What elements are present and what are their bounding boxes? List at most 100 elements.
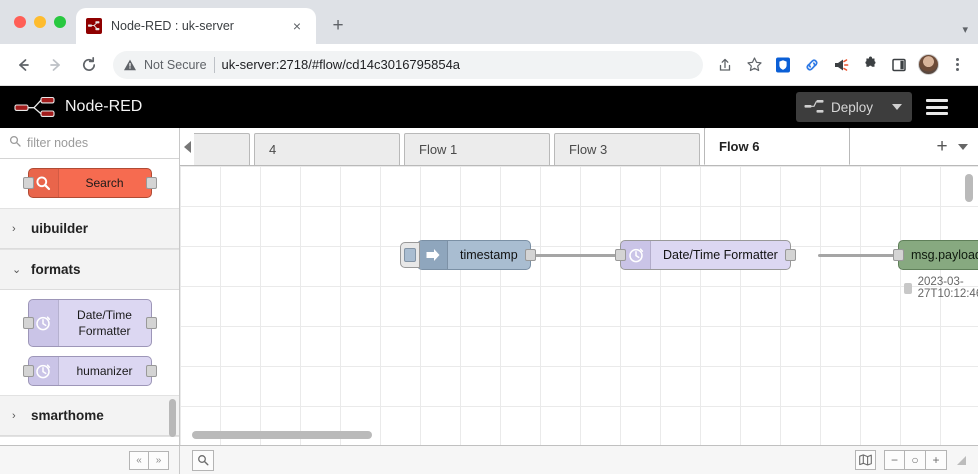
flow-tab-flow-3[interactable]: Flow 3 [554, 133, 700, 165]
deploy-dropdown-caret[interactable] [892, 104, 902, 110]
flow-list-caret-icon[interactable] [958, 143, 968, 150]
node-red-logo [14, 96, 55, 117]
deploy-label: Deploy [830, 99, 873, 115]
clock-icon [621, 241, 651, 269]
brand-name: Node-RED [65, 98, 143, 115]
flow-node-datetime-formatter[interactable]: Date/Time Formatter [615, 240, 796, 270]
input-port[interactable] [22, 365, 34, 377]
output-port[interactable] [524, 249, 536, 261]
palette-node-label: humanizer [76, 363, 133, 378]
palette-filter-bar[interactable]: filter nodes [0, 128, 179, 159]
palette-section-uibuilder: › uibuilder [0, 209, 179, 250]
canvas-vertical-scrollbar[interactable] [965, 174, 973, 202]
canvas-horizontal-scrollbar[interactable] [192, 431, 372, 439]
output-port[interactable] [145, 317, 157, 329]
palette-section-header-formats[interactable]: ⌄ formats [0, 250, 179, 290]
zoom-controls: − ○ + [884, 450, 947, 470]
chrome-menu-icon[interactable] [944, 52, 970, 78]
navigator-button[interactable] [855, 450, 876, 470]
share-icon[interactable] [712, 52, 738, 78]
add-flow-button[interactable]: + [936, 135, 948, 157]
chevron-right-icon: › [12, 409, 16, 422]
flow-tab-flow-1[interactable]: Flow 1 [404, 133, 550, 165]
navigator-map-icon [859, 454, 872, 466]
wire-inject-to-datetime[interactable] [535, 254, 621, 257]
flow-node-debug[interactable]: msg.payload [893, 240, 978, 270]
palette-section-body-formats: Date/Time Formatter humanizer [0, 290, 179, 395]
flow-node-label: Date/Time Formatter [663, 248, 778, 262]
palette-section-smarthome: › smarthome [0, 396, 179, 437]
search-icon [198, 455, 209, 466]
profile-avatar[interactable] [915, 52, 941, 78]
flow-canvas[interactable]: timestamp Date/Time Formatter msg.payloa… [180, 166, 978, 445]
input-port[interactable] [615, 249, 626, 261]
palette-section-header-uibuilder[interactable]: › uibuilder [0, 209, 179, 249]
sidebar-panel-icon[interactable] [886, 52, 912, 78]
maximize-window-button[interactable] [54, 16, 66, 28]
security-status-label: Not Secure [144, 57, 207, 72]
browser-tab[interactable]: Node-RED : uk-server × [76, 8, 316, 44]
input-port[interactable] [22, 317, 34, 329]
flow-tab-flow-6[interactable]: Flow 6 [704, 128, 850, 165]
omnibox-divider [213, 56, 215, 73]
tab-scroll-left-button[interactable] [180, 128, 194, 165]
back-button[interactable] [8, 50, 38, 80]
zoom-in-button[interactable]: + [926, 450, 947, 470]
megaphone-extension-icon[interactable] [828, 52, 854, 78]
shield-extension-icon[interactable] [770, 52, 796, 78]
deploy-icon [804, 100, 824, 113]
canvas-grid [180, 166, 978, 445]
nodered-body: filter nodes Search [0, 128, 978, 445]
palette-section-header-smarthome[interactable]: › smarthome [0, 396, 179, 436]
url-text: uk-server:2718/#flow/cd14c3016795854a [221, 57, 461, 72]
link-extension-icon[interactable] [799, 52, 825, 78]
palette-section-label: formats [31, 262, 81, 277]
chevron-right-icon: › [12, 222, 16, 235]
flow-tab-4[interactable]: 4 [254, 133, 400, 165]
input-port[interactable] [893, 249, 904, 261]
output-port[interactable] [784, 249, 796, 261]
collapse-all-button[interactable]: « [129, 450, 149, 470]
close-tab-button[interactable]: × [292, 18, 302, 34]
zoom-reset-button[interactable]: ○ [905, 450, 926, 470]
flow-tab-bar: 2 4 Flow 1 Flow 3 Flow 6 + [180, 128, 978, 166]
input-port[interactable] [22, 177, 34, 189]
output-port[interactable] [145, 365, 157, 377]
forward-button[interactable] [41, 50, 71, 80]
minimize-window-button[interactable] [34, 16, 46, 28]
statusbar-middle [180, 449, 855, 471]
reload-button[interactable] [74, 50, 104, 80]
statusbar-left: « » [0, 446, 180, 474]
node-status-text: 2023-03-27T10:12:46.986Z [917, 276, 978, 300]
output-port[interactable] [145, 177, 157, 189]
flow-tab-2[interactable]: 2 [194, 133, 250, 165]
palette-node-humanizer[interactable]: humanizer [22, 356, 157, 386]
palette-node-label: Date/Time Formatter [77, 307, 132, 338]
tabstrip-menu-icon[interactable]: ▾ [962, 24, 968, 36]
not-secure-warning-icon [123, 58, 137, 72]
puzzle-extensions-icon[interactable] [857, 52, 883, 78]
resize-corner-handle[interactable] [957, 455, 966, 465]
close-window-button[interactable] [14, 16, 26, 28]
palette-filter-input[interactable]: filter nodes [27, 136, 89, 150]
browser-tabstrip: Node-RED : uk-server × + ▾ [0, 0, 978, 44]
search-icon [28, 169, 59, 197]
canvas-search-button[interactable] [192, 449, 214, 471]
expand-all-button[interactable]: » [149, 450, 169, 470]
flow-node-inject[interactable]: timestamp [400, 240, 536, 270]
new-tab-button[interactable]: + [332, 15, 344, 36]
bookmark-star-icon[interactable] [741, 52, 767, 78]
palette-node-datetime-formatter[interactable]: Date/Time Formatter [22, 299, 157, 347]
nodered-header: Node-RED Deploy [0, 86, 978, 128]
wire-datetime-to-debug[interactable] [818, 254, 900, 257]
status-bar: « » − ○ + [0, 445, 978, 474]
palette-node-search[interactable]: Search [22, 168, 157, 198]
deploy-button[interactable]: Deploy [795, 92, 912, 122]
main-menu-button[interactable] [926, 99, 964, 115]
inject-trigger-button[interactable] [400, 242, 420, 268]
address-bar[interactable]: Not Secure uk-server:2718/#flow/cd14c301… [113, 50, 703, 79]
header-actions: Deploy [795, 92, 978, 122]
zoom-out-button[interactable]: − [884, 450, 905, 470]
palette-scrollbar[interactable] [169, 399, 176, 437]
